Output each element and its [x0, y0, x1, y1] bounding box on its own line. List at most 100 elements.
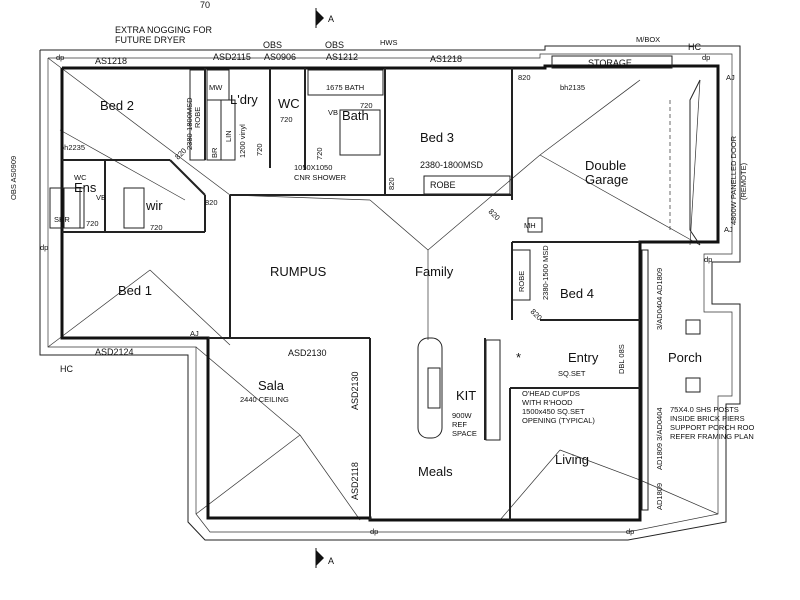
opening-label-2: OPENING (TYPICAL) [522, 416, 595, 425]
lin-label: LIN [224, 130, 233, 142]
top-label: 70 [200, 0, 210, 10]
aj-label-2: AJ [724, 225, 733, 234]
eaves-line-inner [47, 53, 733, 533]
br-label: BR [210, 147, 219, 158]
msd-bed2-label: 2380-1800MSD [185, 97, 194, 150]
room-laundry: L'dry [230, 92, 258, 107]
door-820-bed1: 820 [205, 198, 218, 207]
msd-bed3-label: 2380-1800MSD [420, 160, 484, 170]
robe-bed3-label: ROBE [430, 180, 456, 190]
room-living: Living [555, 452, 589, 467]
window-asd2124: ASD2124 [95, 347, 134, 357]
shower-size-label: 1050X1050 [294, 163, 332, 172]
garage-remote-label: (REMOTE) [739, 162, 748, 200]
sala-ceiling-note: 2440 CEILING [240, 395, 289, 404]
garage-door-label: 4800W PANELLED DOOR [729, 135, 738, 225]
room-rumpus: RUMPUS [270, 264, 327, 279]
dp-label-6: dp [626, 527, 634, 536]
obs-label-1: OBS [263, 40, 282, 50]
ref-label-3: SPACE [452, 429, 477, 438]
window-asd2130-top: ASD2130 [288, 348, 327, 358]
window-ad1809-b: AD1809 3/AD0404 [655, 407, 664, 470]
external-walls [60, 64, 720, 522]
window-ad1809-a: 3/AD0404 AD1809 [655, 268, 664, 330]
ohead-label-2: WITH R'HOOD [522, 398, 573, 407]
room-kitchen: KIT [456, 388, 476, 403]
opening-label-1: 1500x450 SQ.SET [522, 407, 585, 416]
roof-lines [47, 57, 719, 521]
mh-label: MH [524, 221, 536, 230]
nogging-note-1: EXTRA NOGGING FOR [115, 25, 213, 35]
posts-note-3: SUPPORT PORCH ROO [670, 423, 754, 432]
room-wir: wir [145, 198, 163, 213]
robe-bed4-label: ROBE [517, 271, 526, 292]
ref-label-2: REF [452, 420, 467, 429]
msd-bed4-label: 2380-1500 MSD [541, 245, 550, 300]
room-meals: Meals [418, 464, 453, 479]
room-family: Family [415, 264, 454, 279]
door-720-lin: 720 [315, 147, 324, 160]
door-820-garage: 820 [518, 73, 531, 82]
ohead-label-1: O'HEAD CUP'DS [522, 389, 580, 398]
room-bath: Bath [342, 108, 369, 123]
fixtures [49, 55, 701, 511]
dp-label-5: dp [370, 527, 378, 536]
obs-side-label: OBS AS0909 [9, 156, 18, 200]
room-bed1: Bed 1 [118, 283, 152, 298]
window-as1218-left: AS1218 [95, 56, 127, 66]
section-marker-top: A [315, 8, 334, 28]
room-ensuite: Ens [74, 180, 97, 195]
window-as1212: AS1212 [326, 52, 358, 62]
double-door-label: DBL 08S [617, 344, 626, 374]
posts-note-4: REFER FRAMING PLAN [670, 432, 754, 441]
door-720-wir: 720 [150, 223, 163, 232]
garage-door [669, 79, 701, 246]
nogging-note-2: FUTURE DRYER [115, 35, 186, 45]
door-820-family: 820 [487, 207, 502, 222]
shr-label: SHR [54, 215, 70, 224]
room-sala: Sala [258, 378, 285, 393]
door-820-bed3: 820 [387, 177, 396, 190]
aj-label-3: AJ [190, 329, 199, 338]
star-marker: * [516, 350, 521, 365]
eaves-line [39, 45, 741, 541]
posts-note-1: 75X4.0 SHS POSTS [670, 405, 739, 414]
shower-type-label: CNR SHOWER [294, 173, 347, 182]
room-bed3: Bed 3 [420, 130, 454, 145]
obs-label-2: OBS [325, 40, 344, 50]
dp-label-1: dp [56, 53, 64, 62]
room-porch: Porch [668, 350, 702, 365]
room-entry: Entry [568, 350, 599, 365]
internal-walls [62, 68, 640, 520]
ref-label-1: 900W [452, 411, 473, 420]
room-storage: STORAGE [588, 58, 632, 68]
window-asd2130-side: ASD2130 [350, 371, 360, 410]
posts-note-2: INSIDE BRICK PIERS [670, 414, 745, 423]
dp-label-2: dp [702, 53, 710, 62]
door-720-ens: 720 [86, 219, 99, 228]
room-garage-2: Garage [585, 172, 628, 187]
door-720-ldry: 720 [255, 143, 264, 156]
vinyl-label: 1200 vinyl [238, 124, 247, 158]
section-label-bottom: A [328, 556, 334, 566]
room-bed4: Bed 4 [560, 286, 594, 301]
window-asd2115: ASD2115 [213, 52, 251, 62]
room-bed2: Bed 2 [100, 98, 134, 113]
bh-left-label: bh2235 [60, 143, 85, 152]
window-asd2118: ASD2118 [350, 462, 360, 500]
robe-bed2-label: ROBE [193, 107, 202, 128]
hc-label-top: HC [688, 42, 701, 52]
window-as0906: AS0906 [264, 52, 296, 62]
aj-label-1: AJ [726, 73, 735, 82]
bath-size-label: 1675 BATH [326, 83, 364, 92]
mw-label: MW [209, 83, 223, 92]
ens-wc-label: WC [74, 173, 87, 182]
sqset-label: SQ.SET [558, 369, 586, 378]
hws-label: HWS [380, 38, 398, 47]
room-wc: WC [278, 96, 300, 111]
hc-label-bottom: HC [60, 364, 73, 374]
window-as1218-right: AS1218 [430, 54, 462, 64]
section-marker-bottom: A [315, 548, 334, 568]
room-garage-1: Double [585, 158, 626, 173]
